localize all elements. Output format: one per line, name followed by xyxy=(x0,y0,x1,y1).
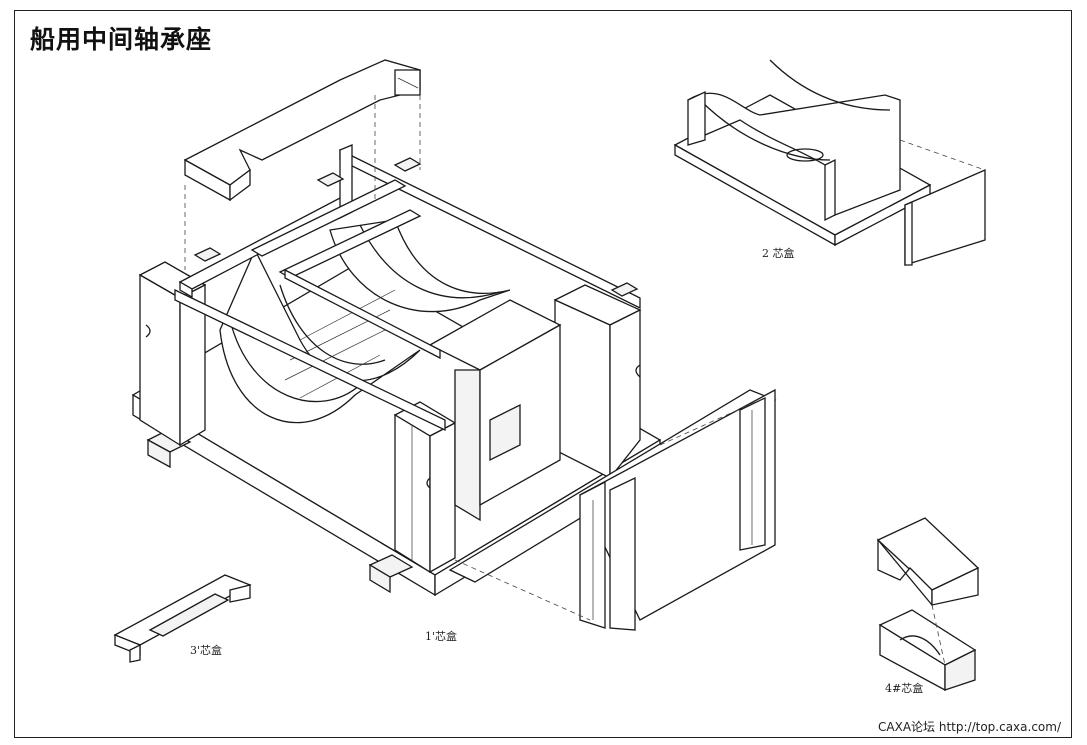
core-box-3 xyxy=(113,574,252,663)
core-box-2 xyxy=(673,59,986,266)
core3-slot xyxy=(148,593,230,637)
far-wall-side xyxy=(609,308,641,480)
side-panel-piece xyxy=(448,388,777,631)
top-cover-top xyxy=(183,59,421,186)
drawing-frame xyxy=(14,10,1072,738)
side-panel-post-2 xyxy=(609,476,636,631)
front-wall-face xyxy=(394,413,431,574)
left-wall-face xyxy=(139,273,181,447)
rail-diagonal xyxy=(284,268,441,360)
drawing-title: 船用中间轴承座 xyxy=(30,25,213,54)
core3-leg-1 xyxy=(129,643,141,663)
grain-line xyxy=(397,77,419,89)
core4-lower-side xyxy=(944,648,976,691)
core2-side-edge xyxy=(904,201,913,266)
core3-frame-top xyxy=(113,574,252,646)
left-wall-notch xyxy=(145,324,151,338)
rail-top-front xyxy=(174,288,446,432)
core2-end-left xyxy=(687,90,706,146)
bearing-cavity-far xyxy=(329,219,511,313)
far-wall-notch xyxy=(635,364,641,378)
explode-line xyxy=(454,559,591,621)
core4-groove xyxy=(899,635,941,656)
rail-block-3 xyxy=(610,282,639,297)
rail-top-left-end xyxy=(179,280,193,299)
explode-line xyxy=(899,139,986,171)
core2-arc-2 xyxy=(769,59,891,111)
core-box-4 xyxy=(876,517,980,692)
explode-line xyxy=(931,604,946,666)
hatch-1 xyxy=(299,289,396,341)
rail-block-1 xyxy=(393,157,422,172)
middle-block-post xyxy=(454,369,481,522)
top-cover-piece xyxy=(183,59,421,202)
hatch-3 xyxy=(284,329,386,381)
core2-end-right xyxy=(824,158,836,222)
top-cover-notch xyxy=(229,168,251,202)
side-panel-post-3 xyxy=(739,396,766,551)
front-wall-notch xyxy=(426,477,431,489)
core2-hole xyxy=(786,148,824,162)
front-wall-side xyxy=(429,421,456,574)
rail-block-2 xyxy=(316,172,345,187)
cavity-curve-2 xyxy=(279,284,386,365)
label-core-box-2: 2 芯盒 xyxy=(762,247,795,260)
side-panel-post-1 xyxy=(579,480,606,629)
label-core-box-3: 3'芯盒 xyxy=(190,644,223,657)
label-core-box-1: 1'芯盒 xyxy=(425,630,458,643)
far-wall-face xyxy=(554,298,611,480)
middle-block-window xyxy=(489,403,521,462)
left-wall-side xyxy=(179,283,206,447)
label-core-box-4: 4#芯盒 xyxy=(885,682,924,695)
cavity-curve-1 xyxy=(229,319,361,403)
cavity-curve-3 xyxy=(359,224,501,299)
foot-front-side xyxy=(369,563,391,594)
core2-cradle xyxy=(687,92,901,216)
core2-arc-1 xyxy=(699,99,831,161)
explode-line xyxy=(659,399,761,446)
core4-upper-side xyxy=(931,566,979,606)
foot-left-side xyxy=(147,438,171,469)
rail-block-4 xyxy=(193,247,222,262)
rail-cross-1 xyxy=(250,179,407,257)
core3-leg-2 xyxy=(229,584,251,603)
footer-watermark: CAXA论坛 http://top.caxa.com/ xyxy=(874,718,1065,735)
